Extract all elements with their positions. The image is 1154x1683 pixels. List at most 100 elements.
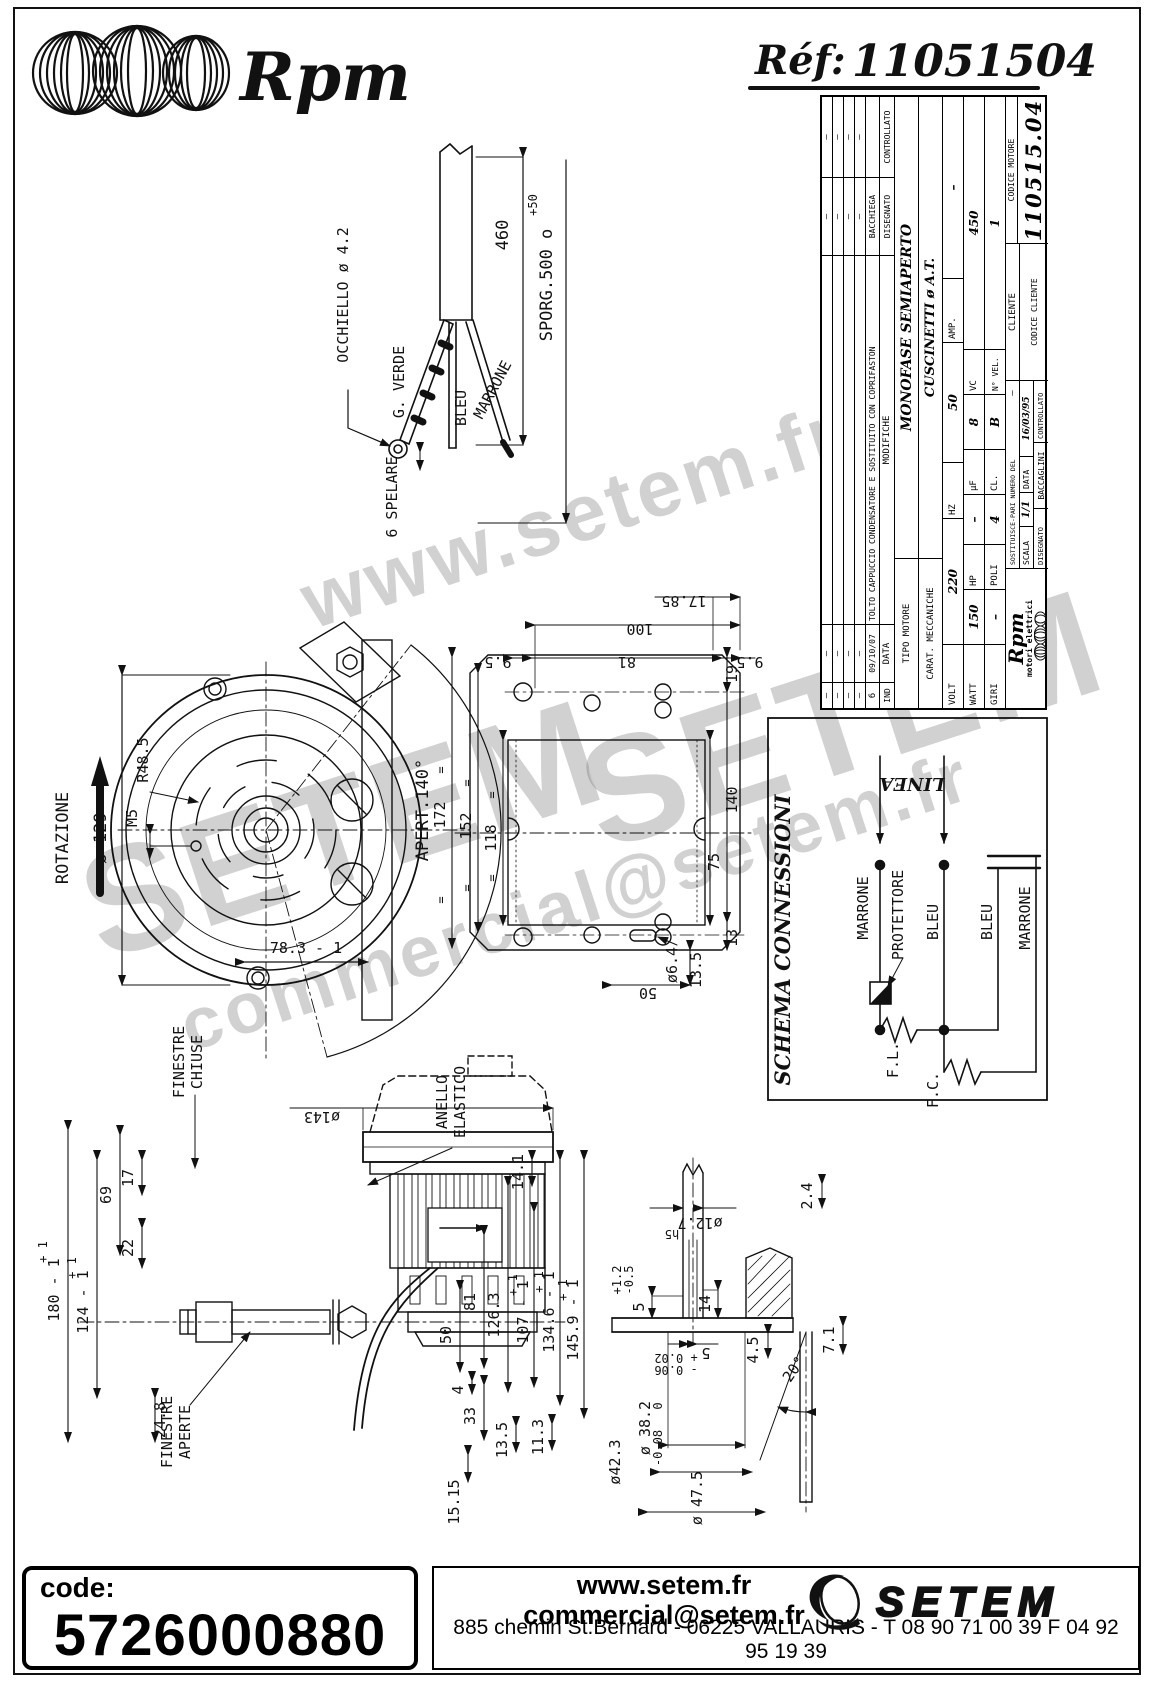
dim-107: 107 - 1 <box>514 1280 532 1343</box>
dim-64: ø6.4 <box>663 947 681 983</box>
dim-50b: 50 <box>437 1326 455 1344</box>
eq-mark: = <box>434 766 448 773</box>
dim-13: 13 <box>723 929 741 947</box>
revision-row-6: 6 09/10/07 TOLTO CAPPUCCIO CONDENSATORE … <box>866 97 880 708</box>
dim-24: 2.4 <box>798 1182 816 1209</box>
eq-mark: = <box>460 884 474 891</box>
dim-sporg-tol: +50 <box>526 194 540 216</box>
dim-apert: APERT.140° <box>413 759 433 861</box>
rpm-logo: Rpm <box>31 24 411 118</box>
dim-4: 4 <box>449 1385 467 1394</box>
dim-71: 7.1 <box>820 1326 838 1353</box>
data-value: 16/03/95 <box>1021 396 1032 441</box>
dim-382-t0: 0 <box>651 1402 665 1409</box>
shaft-detail: 20° ø12.7 h5 +1.2 -0.5 5 14 5 + 0.02 - 0… <box>606 1157 847 1525</box>
dim-50: 50 <box>639 984 657 1002</box>
schema-bleu1: BLEU <box>924 904 942 940</box>
ref-label: Réf: <box>754 37 846 84</box>
amp-value: – <box>946 184 960 191</box>
schema-fl: F.L. <box>884 1042 902 1078</box>
sost-value: – <box>1007 390 1018 396</box>
carat-value: CUSCINETTI ø A.T. <box>923 257 938 398</box>
dim-124-tol: + 1 <box>65 1257 79 1279</box>
eq-mark: = <box>485 791 499 798</box>
uf-value: 8 <box>964 394 984 449</box>
dim-382-t: -0.08 <box>651 1430 665 1466</box>
dim-45: 4.5 <box>744 1336 762 1363</box>
eq-mark: = <box>485 874 499 881</box>
tol-006: - 0.06 <box>654 1363 697 1377</box>
tol-002: + 0.02 <box>654 1351 697 1365</box>
spec-row-watt: WATT 150 HP – µF 8 VC 450 <box>964 97 985 708</box>
dim-5a: 5 <box>630 1302 648 1311</box>
dim-sporg: SPORG.500 o <box>537 229 557 342</box>
dim-423: ø42.3 <box>606 1439 624 1484</box>
dim-152: 152 <box>457 812 475 839</box>
dim-180: 180 - 1 <box>45 1258 63 1321</box>
cl-value: B <box>985 394 1005 449</box>
dim-22: 22 <box>119 1239 137 1257</box>
dim-113: 11.3 <box>529 1419 547 1455</box>
dim-107-tol: + 1 <box>506 1274 520 1296</box>
schema-marrone1: MARRONE <box>854 876 872 939</box>
footer-email: commercial@setem.fr <box>523 1600 805 1630</box>
tipo-motore-row: TIPO MOTORE MONOFASE SEMIAPERTO <box>895 97 919 708</box>
spec-row-giri: GIRI – POLI 4 CL. B N° VEL. 1 <box>985 97 1006 708</box>
tb-coil-icon <box>1034 612 1047 661</box>
volt-value: 220 <box>943 518 963 644</box>
dim-1346-tol: + 1 <box>532 1271 546 1293</box>
schema-connessioni: SCHEMA CONNESSIONI LINEA <box>767 717 1048 1108</box>
nvel-value: 1 <box>988 218 1002 228</box>
dim-14: 14 <box>696 1295 714 1313</box>
codice-cliente-label: CODICE CLIENTE <box>1029 278 1039 346</box>
dim-1459: 145.9 - 1 <box>564 1279 582 1360</box>
setem-logo-text: SETEM <box>876 1578 1061 1625</box>
footer-info-box: www.setem.fr commercial@setem.fr 885 che… <box>432 1566 1140 1670</box>
wire-marrone-label: MARRONE <box>470 358 516 422</box>
dim-occhiello: OCCHIELLO ø 4.2 <box>334 227 352 362</box>
revision-row: – – – – <box>844 97 855 708</box>
disegnato-value: BACCAGLINI <box>1034 442 1048 508</box>
schema-title: SCHEMA CONNESSIONI <box>770 793 795 1085</box>
ref-value: 11051504 <box>852 36 1097 87</box>
reference-number: Réf: 11051504 <box>748 36 1097 90</box>
dim-143: ø143 <box>304 1108 340 1126</box>
dim-95l: 9.5 <box>484 653 511 671</box>
tipo-label: TIPO MOTORE <box>895 558 918 708</box>
dim-783: 78.3 - 1 <box>270 939 342 957</box>
revision-row: – – – – <box>833 97 844 708</box>
dim-100: 100 <box>626 620 653 638</box>
rev-date: – <box>822 624 832 682</box>
dim-1785: 17.85 <box>661 592 706 610</box>
codice-motore-value: 110515.04 <box>1020 98 1046 242</box>
dim-124: 124 - 1 <box>74 1270 92 1333</box>
label-finestre-chiuse: FINESTRE <box>170 1026 188 1098</box>
cable-detail: OCCHIELLO ø 4.2 G. VERDE BLEU MARRONE 46… <box>334 142 570 538</box>
dim-460: 460 <box>493 220 513 251</box>
dim-129: ø 129 <box>91 812 111 863</box>
setem-swoosh-icon <box>809 1574 860 1630</box>
hp-value: – <box>964 494 984 544</box>
tb-logo-brand: Rpm <box>1006 612 1028 665</box>
vc-value: 450 <box>967 210 981 236</box>
poli-value: 4 <box>985 494 1005 544</box>
footer-site: www.setem.fr <box>576 1570 752 1600</box>
giri-value: – <box>985 589 1005 644</box>
dim-20deg: 20° <box>779 1353 809 1386</box>
cliente-label: CLIENTE <box>1006 244 1020 380</box>
dim-141: 14.1 <box>509 1154 527 1190</box>
dim-19: 19 <box>723 665 741 683</box>
carat-label: CARAT. MECCANICHE <box>919 558 942 708</box>
revision-header: IND DATA MODIFICHE DISEGNATO CONTROLLATO <box>880 97 895 708</box>
tol-12: +1.2 <box>610 1266 624 1295</box>
revision-row: – – – – <box>822 97 833 708</box>
dim-81b: 81 <box>461 1293 479 1311</box>
carat-row: CARAT. MECCANICHE CUSCINETTI ø A.T. <box>919 97 943 708</box>
dim-180-tol: + 1 <box>36 1241 50 1263</box>
code-box: code: 5726000880 <box>22 1566 418 1670</box>
dim-r485: R48.5 <box>134 737 152 782</box>
dim-135: 13.5 <box>687 952 705 988</box>
tb-codes: CLIENTE CODICE CLIENTE CODICE MOTORE 110… <box>1006 97 1048 380</box>
dim-95r: 9.5 <box>736 653 763 671</box>
